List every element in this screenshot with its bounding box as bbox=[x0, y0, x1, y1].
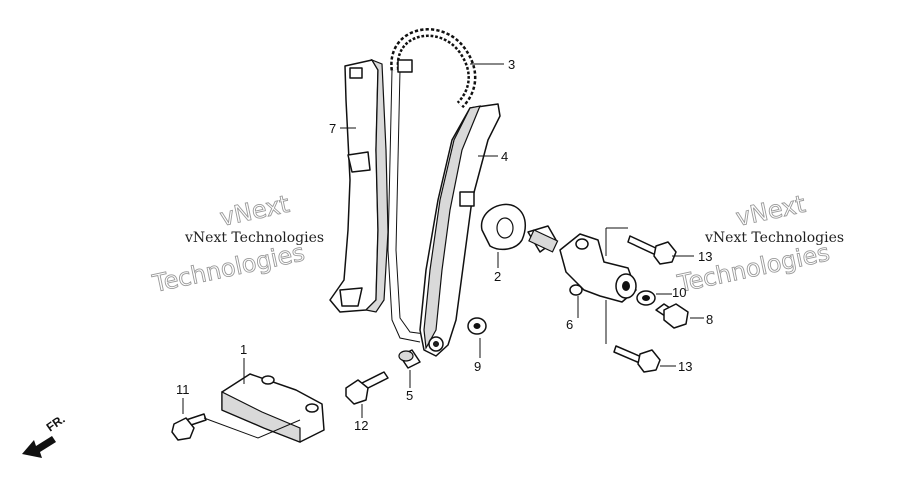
callout-10: 10 bbox=[672, 285, 686, 300]
front-direction-indicator: FR. bbox=[22, 412, 68, 458]
watermark-line2: Technologies bbox=[149, 238, 307, 298]
callout-5: 5 bbox=[406, 388, 413, 403]
part-2-gasket bbox=[480, 203, 527, 251]
callout-13-upper: 13 bbox=[698, 249, 712, 264]
part-4-slipper bbox=[419, 103, 501, 357]
part-3-chain bbox=[387, 28, 477, 343]
watermark-line1-right: vNext bbox=[733, 190, 807, 232]
leader-lines bbox=[182, 63, 704, 439]
callout-4: 4 bbox=[501, 149, 508, 164]
part-8-bolt bbox=[655, 303, 689, 329]
watermark-line2-right: Technologies bbox=[674, 238, 832, 298]
callout-12: 12 bbox=[354, 418, 368, 433]
part-6-tensioner bbox=[527, 225, 637, 303]
part-1-lower-guide bbox=[221, 373, 325, 443]
callout-2: 2 bbox=[494, 269, 501, 284]
watermark-left: vNext Technologies vNext Technologies bbox=[149, 189, 324, 298]
part-7-guide bbox=[329, 58, 389, 313]
part-13-bolt-upper bbox=[627, 235, 677, 265]
callout-13-lower: 13 bbox=[678, 359, 692, 374]
part-9-washer bbox=[467, 317, 487, 335]
part-13-bolt-lower bbox=[613, 345, 661, 373]
front-label: FR. bbox=[44, 412, 68, 435]
callout-7: 7 bbox=[329, 121, 336, 136]
watermark-right: vNext Technologies vNext Technologies bbox=[674, 189, 844, 298]
callout-1: 1 bbox=[240, 342, 247, 357]
callout-11: 11 bbox=[176, 382, 190, 397]
callout-3: 3 bbox=[508, 57, 515, 72]
callout-6: 6 bbox=[566, 317, 573, 332]
part-10-washer bbox=[636, 290, 656, 306]
callout-9: 9 bbox=[474, 359, 481, 374]
callout-8: 8 bbox=[706, 312, 713, 327]
watermark-small-right: vNext Technologies bbox=[704, 230, 844, 246]
part-11-bolt bbox=[171, 413, 207, 441]
part-5-collar bbox=[398, 349, 421, 369]
watermark-small: vNext Technologies bbox=[184, 230, 324, 246]
part-12-bolt bbox=[345, 371, 389, 405]
watermark-line1: vNext bbox=[217, 190, 291, 232]
front-arrow-icon bbox=[22, 436, 56, 458]
